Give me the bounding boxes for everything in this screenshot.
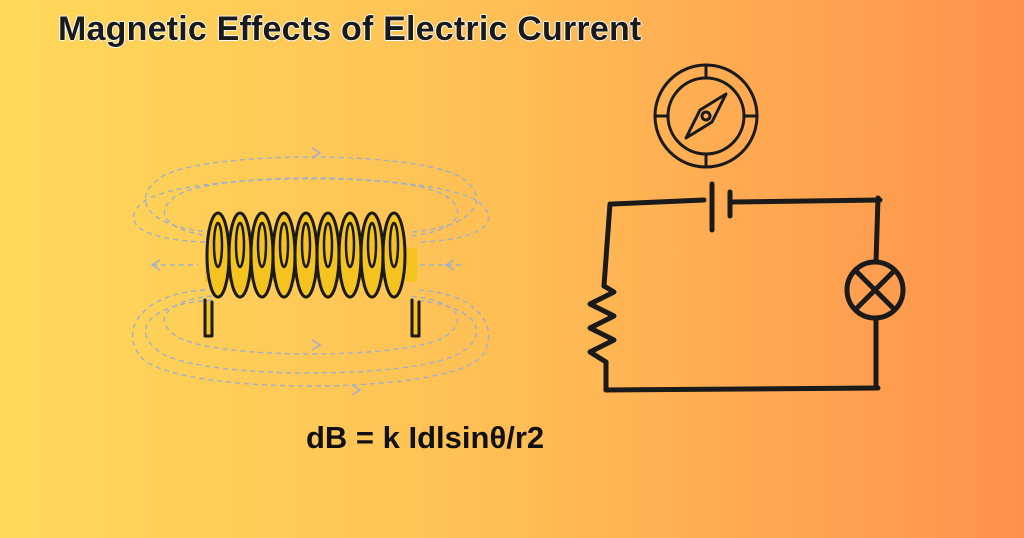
resistor-icon: [587, 283, 617, 365]
field-line-upper-wide: [132, 178, 490, 243]
compass-outer-ring: [653, 63, 759, 169]
field-arrow-left: [150, 259, 161, 271]
battery-cell-icon: [709, 181, 733, 233]
field-arrow-right: [444, 259, 455, 271]
coil-lead-right: [410, 298, 421, 338]
wire-left-upper: [601, 201, 613, 289]
wire-bottom: [603, 385, 881, 393]
circuit-diagram: [587, 181, 906, 393]
field-direction-arrows: [150, 147, 455, 396]
compass-pivot: [700, 110, 712, 122]
coil-loop-inner: [212, 221, 224, 269]
wire-top-right: [729, 197, 883, 205]
coil-loop-inner: [234, 221, 246, 269]
field-line-upper-outer: [144, 156, 478, 233]
field-line-lower-wide: [131, 289, 490, 387]
compass-icon: [653, 63, 759, 169]
lamp-icon: [844, 259, 906, 321]
coil-lead-left: [203, 298, 214, 338]
coil-loop: [249, 211, 275, 299]
coil-loop: [271, 211, 297, 299]
lamp-cross-b: [853, 268, 897, 312]
coil-loop: [381, 211, 407, 299]
coil-loop: [293, 211, 319, 299]
biot-savart-formula: dB = k Idlsinθ/r2: [306, 420, 545, 455]
field-line-lower-outer: [144, 299, 478, 374]
coil-loop-inner: [388, 221, 400, 269]
magnetic-field-lines: [131, 156, 490, 387]
compass-needle: [684, 92, 728, 140]
coil-loop: [205, 211, 231, 299]
wire-right-upper: [873, 195, 881, 265]
coil-loop-inner: [256, 221, 268, 269]
wire-top-left: [609, 197, 707, 207]
field-arrow-bottom: [311, 339, 322, 351]
coil-loop-inner: [300, 221, 312, 269]
solenoid-coil-icon: [203, 211, 421, 338]
coil-loop: [359, 211, 385, 299]
coil-loop: [315, 211, 341, 299]
coil-loop: [227, 211, 253, 299]
diagram-title: Magnetic Effects of Electric Current: [58, 10, 642, 48]
coil-loop-inner: [366, 221, 378, 269]
compass-inner-ring: [666, 76, 746, 156]
coil-loop-inner: [344, 221, 356, 269]
field-arrow-top: [311, 147, 322, 159]
coil-loop: [337, 211, 363, 299]
coil-loop-inner: [278, 221, 290, 269]
field-arrow-bottom-wide: [351, 384, 362, 396]
coil-loop-inner: [322, 221, 334, 269]
